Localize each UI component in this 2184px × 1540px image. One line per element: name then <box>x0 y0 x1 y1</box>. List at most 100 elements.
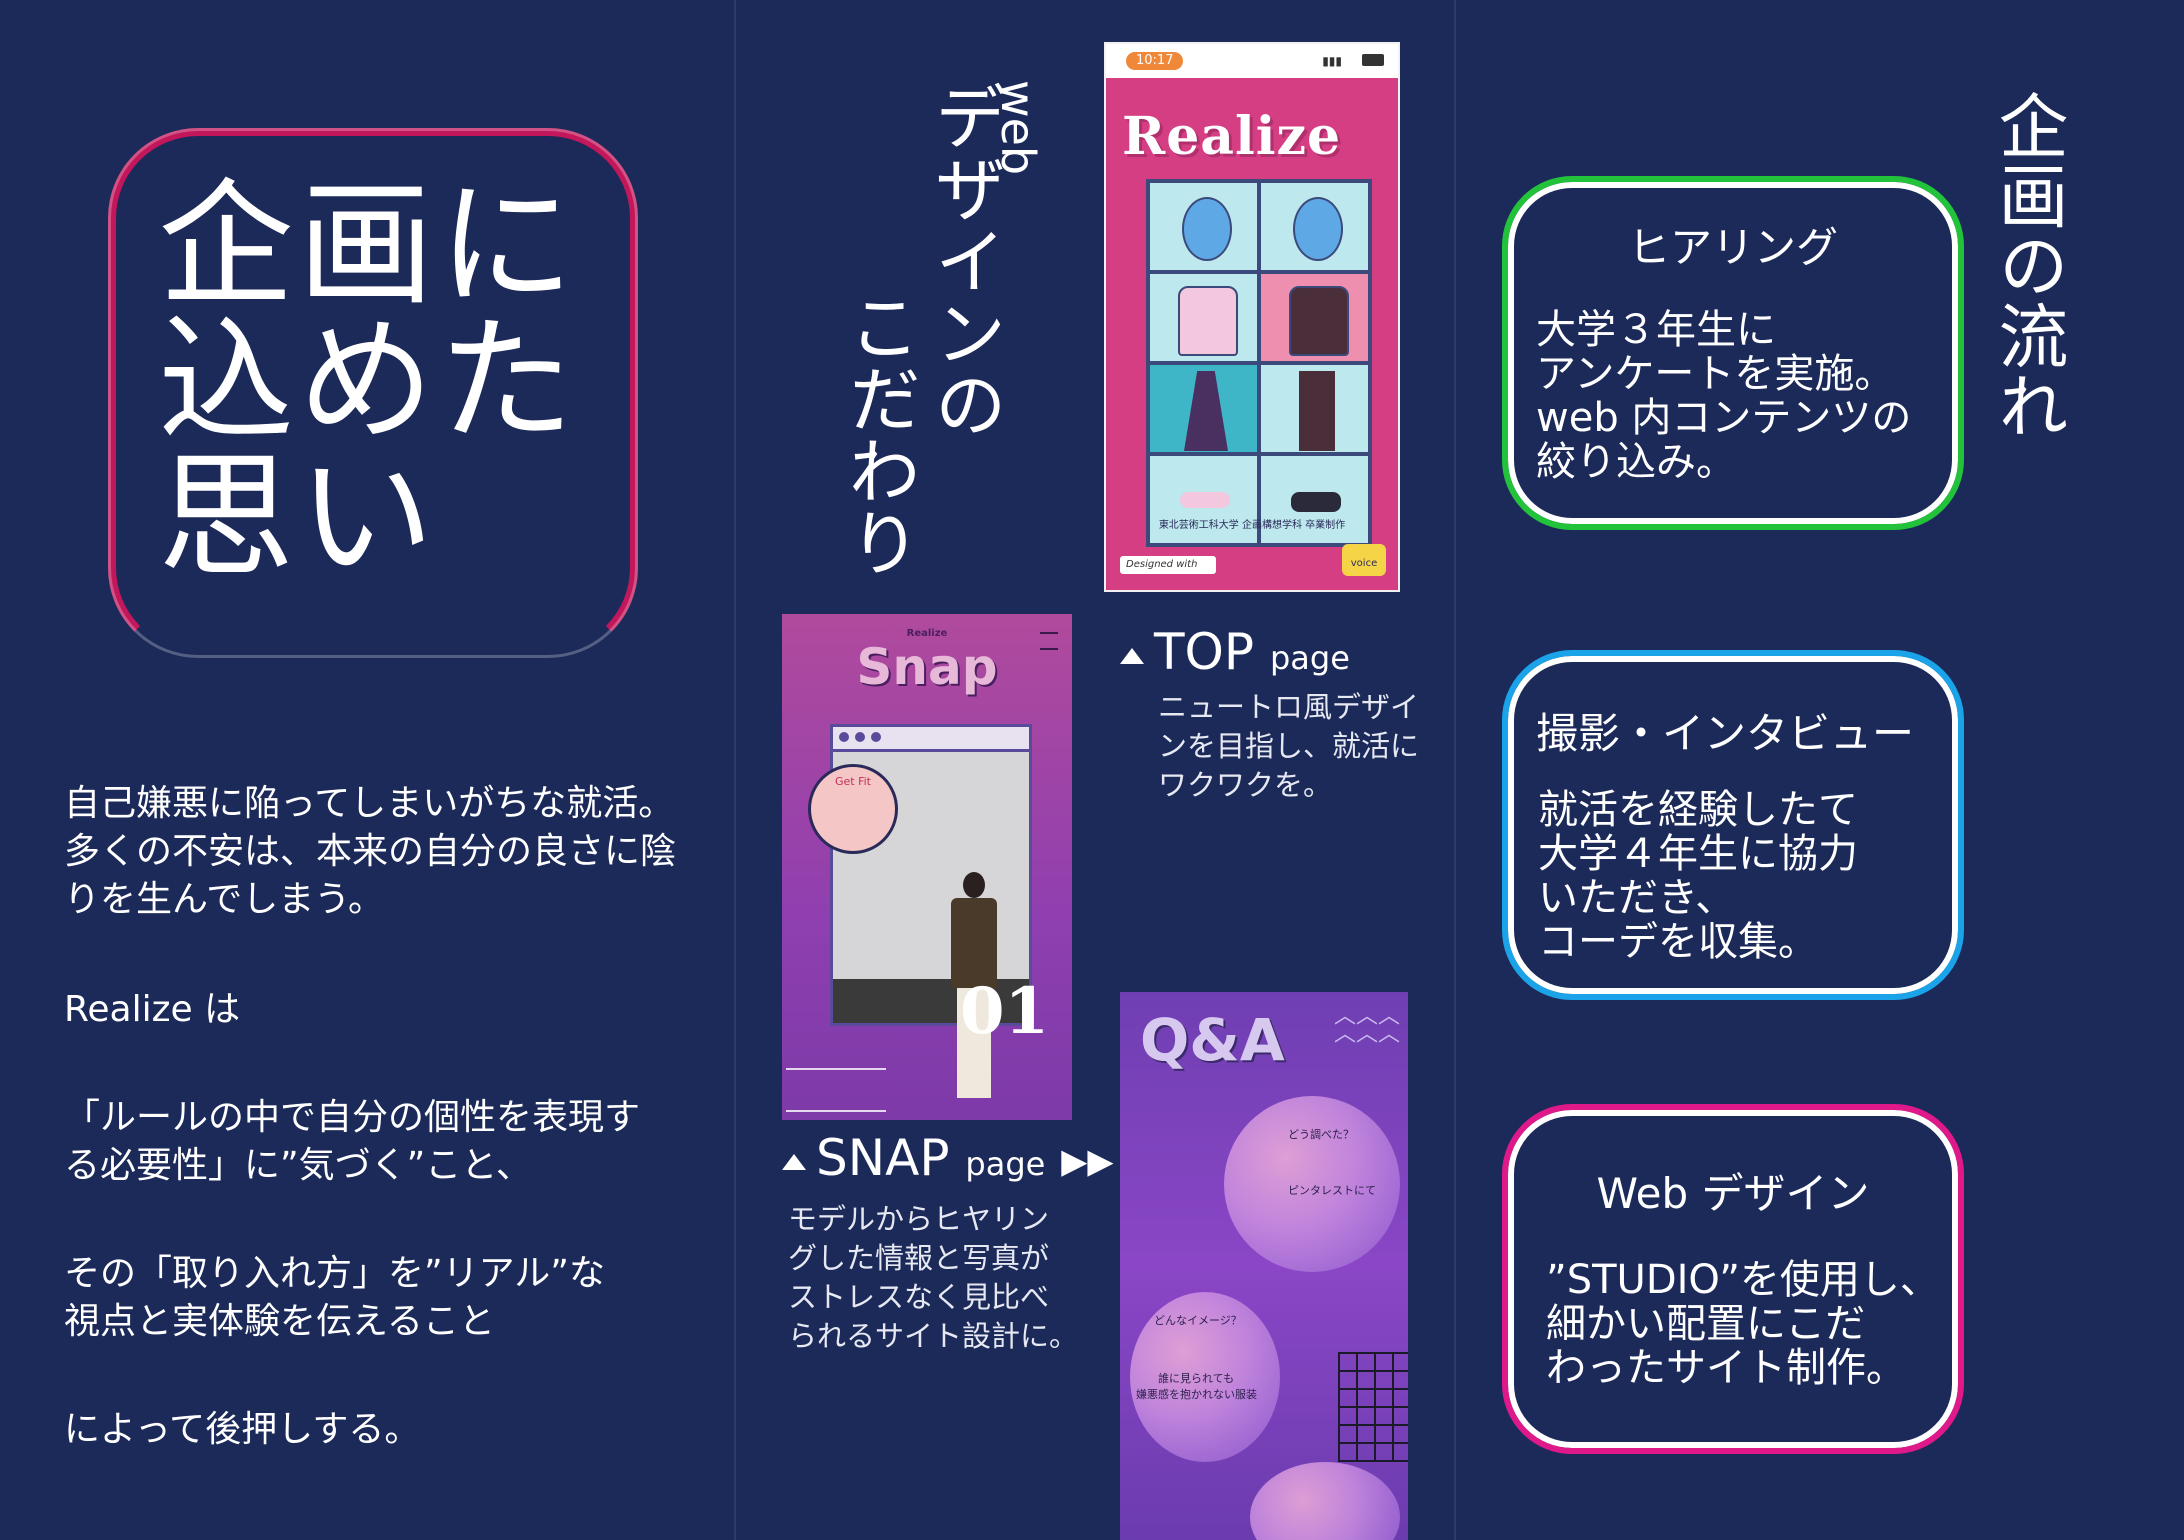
pants-icon <box>1299 371 1335 451</box>
point-line: 「ルールの中で自分の個性を表現す <box>64 1097 641 1138</box>
panel-flow: 企画の流れ ヒアリング 大学３年生に アンケートを実施。 web 内コンテンツの… <box>1456 0 2184 1540</box>
caption-title-text: SNAP <box>816 1129 950 1187</box>
flow-line: 絞り込み。 <box>1536 439 1736 485</box>
outfit-grid <box>1146 179 1372 547</box>
concept-title: 企画に 込めた 思い <box>158 178 628 586</box>
point-line: る必要性」に”気づく”こと、 <box>64 1145 532 1186</box>
status-time: 10:17 <box>1126 52 1184 70</box>
qa-page-mockup: Q&A ︿︿︿︿︿︿ どう調べた？ ピンタレストにて どんなイメージ？ 誰に見ら… <box>1120 992 1408 1540</box>
qa-answer: 誰に見られても <box>1158 1372 1235 1385</box>
flow-line: コーデを収集。 <box>1538 919 1818 965</box>
bottom-cell <box>1259 363 1370 454</box>
snap-number: 01 <box>960 974 1050 1049</box>
flow-step-shooting: 撮影・インタビュー 就活を経験したて 大学４年生に協力 いただき、 コーデを収集… <box>1502 650 1964 1000</box>
jacket-icon <box>1289 286 1349 356</box>
intro-line: 多くの不安は、本来の自分の良さに陰 <box>64 831 677 872</box>
window-dot-icon <box>855 732 865 742</box>
point-two: その「取り入れ方」を”リアル”な 視点と実体験を伝えること <box>64 1250 704 1346</box>
heading-line: こだわり <box>836 290 920 578</box>
blouse-icon <box>1178 286 1238 356</box>
qa-logo: Q&A <box>1140 1006 1285 1074</box>
flow-heading: 企画の流れ <box>1987 90 2069 440</box>
flow-step-title: 撮影・インタビュー <box>1536 709 1915 758</box>
flow-line: 大学３年生に <box>1536 307 1776 353</box>
snap-caption-body: モデルからヒヤリン グした情報と写真が ストレスなく見比べ られるサイト設計に。 <box>788 1200 1078 1356</box>
skirt-icon <box>1184 371 1228 451</box>
caption-line: られるサイト設計に。 <box>788 1319 1079 1353</box>
status-bar: 10:17 ▮▮▮ <box>1106 44 1398 78</box>
caption-title-text: TOP <box>1154 623 1255 681</box>
signal-icon: ▮▮▮ <box>1322 54 1342 68</box>
designed-with-badge[interactable]: Designed with <box>1120 556 1216 574</box>
battery-icon <box>1362 54 1384 66</box>
flow-step-body: 就活を経験したて 大学４年生に協力 いただき、 コーデを収集。 <box>1538 788 1858 964</box>
closing-text: によって後押しする。 <box>64 1409 421 1450</box>
point-one: 「ルールの中で自分の個性を表現す る必要性」に”気づく”こと、 <box>64 1094 704 1190</box>
voice-button[interactable]: voice <box>1342 544 1386 576</box>
qa-answer: ピンタレストにて <box>1288 1184 1376 1197</box>
qa-question: どう調べた？ <box>1288 1128 1354 1141</box>
top-page-mockup: 10:17 ▮▮▮ Realize 東北芸術工科大学 企画構想学科 卒業制作 D <box>1104 42 1400 592</box>
qa-question: どんなイメージ？ <box>1154 1314 1242 1327</box>
snap-logo: Snap <box>856 638 998 696</box>
shoe-icon <box>1180 492 1230 508</box>
flow-step-title: ヒアリング <box>1627 223 1838 272</box>
realize-is-text: Realize は <box>64 989 241 1030</box>
flow-line: 大学４年生に協力 <box>1538 831 1858 877</box>
intro-line: りを生んでしまう。 <box>64 879 385 920</box>
snap-page-mockup: Realize Snap Get Fit 01 <box>782 614 1072 1120</box>
flow-line: 細かい配置にこだ <box>1546 1301 1866 1347</box>
title-line: 企画に <box>158 167 578 325</box>
window-dot-icon <box>839 732 849 742</box>
caption-suffix: page <box>965 1145 1046 1183</box>
snap-caption-title: SNAP page ▶▶ <box>782 1130 1114 1192</box>
face-cell <box>1259 181 1370 272</box>
caption-line: ワクワクを。 <box>1158 768 1333 802</box>
blob-shape <box>1224 1096 1400 1272</box>
caption-line: グした情報と写真が <box>788 1241 1050 1275</box>
caption-line: ンを目指し、就活に <box>1158 729 1420 763</box>
title-frame-inner <box>108 128 638 658</box>
caption-line: ストレスなく見比べ <box>788 1280 1050 1314</box>
flow-step-body: 大学３年生に アンケートを実施。 web 内コンテンツの 絞り込み。 <box>1536 308 1911 484</box>
flow-step-title: Web デザイン <box>1596 1169 1870 1218</box>
blob-shape <box>1250 1462 1400 1540</box>
caption-line: モデルからヒヤリン <box>788 1202 1050 1236</box>
triangle-icon <box>782 1153 806 1170</box>
panel-web-design: web デザインの こだわり <box>734 0 1456 1540</box>
snap-brand: Realize <box>906 628 948 639</box>
grid-deco <box>1338 1352 1408 1462</box>
panel-concept: 企画に 込めた 思い 自己嫌悪に陥ってしまいがちな就活。 多くの不安は、本来の自… <box>0 0 734 1540</box>
shoe-icon <box>1291 492 1341 512</box>
flow-line: ”STUDIO”を使用し、 <box>1546 1257 1940 1303</box>
heading-line: デザインの <box>922 80 1006 440</box>
caption-suffix: page <box>1269 639 1350 677</box>
deco-lines <box>786 1068 886 1112</box>
flow-step-body: ”STUDIO”を使用し、 細かい配置にこだ わったサイト制作。 <box>1546 1258 1940 1390</box>
caption-line: ニュートロ風デザイ <box>1158 690 1420 724</box>
top-caption-title: TOP page <box>1120 624 1350 686</box>
intro-line: 自己嫌悪に陥ってしまいがちな就活。 <box>64 783 675 824</box>
window-bar <box>833 727 1029 752</box>
title-line: 思い <box>158 439 438 597</box>
get-fit-badge: Get Fit <box>808 764 898 854</box>
avatar-icon <box>1293 197 1343 261</box>
model-photo <box>943 872 1003 1120</box>
window-dot-icon <box>871 732 881 742</box>
blob-shape <box>1130 1292 1280 1462</box>
title-line: 込めた <box>158 303 578 461</box>
qa-answer: 嫌悪感を抱かれない服装 <box>1136 1388 1257 1401</box>
next-arrows-icon: ▶▶ <box>1061 1141 1114 1182</box>
shoe-cell <box>1148 454 1259 545</box>
menu-icon[interactable] <box>1040 632 1058 650</box>
flow-step-hearing: ヒアリング 大学３年生に アンケートを実施。 web 内コンテンツの 絞り込み。 <box>1502 176 1964 530</box>
intro-paragraph: 自己嫌悪に陥ってしまいがちな就活。 多くの不安は、本来の自分の良さに陰 りを生ん… <box>64 780 704 924</box>
flow-line: アンケートを実施。 <box>1536 351 1895 397</box>
flow-line: 就活を経験したて <box>1538 787 1858 833</box>
realize-logo: Realize <box>1122 106 1342 167</box>
avatar-icon <box>1182 197 1232 261</box>
flow-line: いただき、 <box>1538 875 1736 921</box>
top-cell <box>1259 272 1370 363</box>
flow-line: わったサイト制作。 <box>1546 1345 1906 1391</box>
top-footer-text: 東北芸術工科大学 企画構想学科 卒業制作 <box>1158 520 1346 531</box>
